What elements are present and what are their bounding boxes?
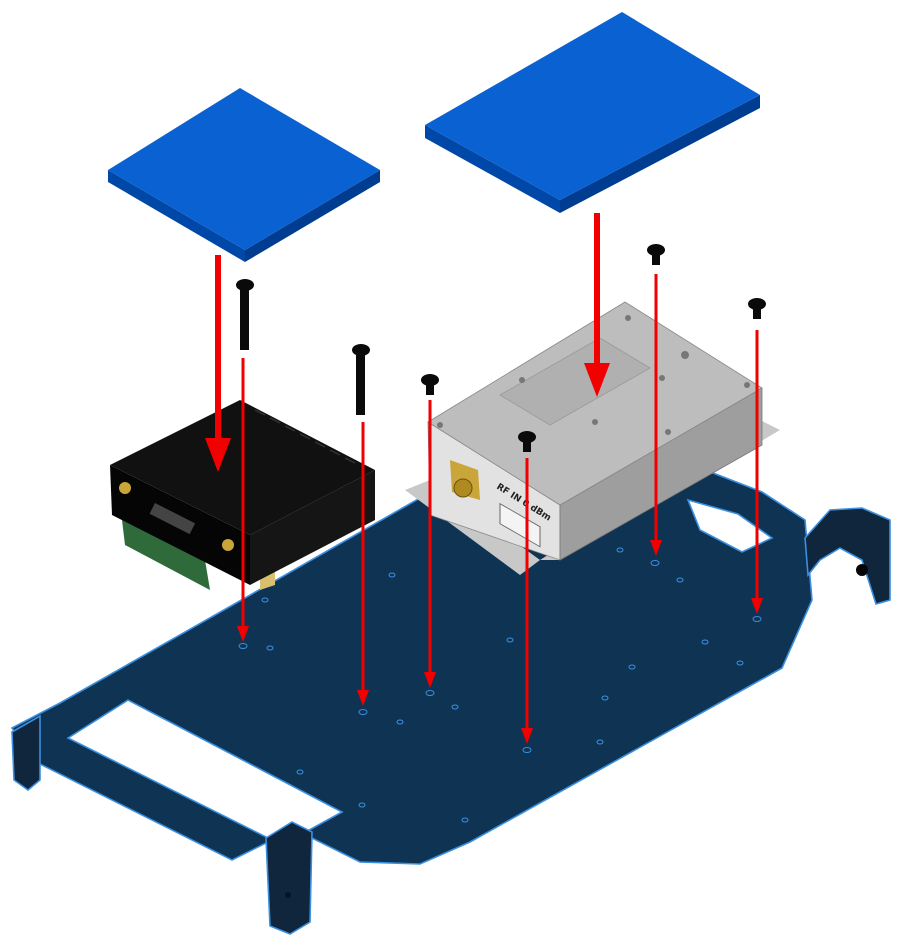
front-bracket xyxy=(265,821,313,935)
screw-3 xyxy=(421,374,439,395)
arrow-pad-right xyxy=(584,213,610,397)
heatsink-fins xyxy=(254,409,356,464)
screws xyxy=(236,244,766,452)
left-bracket xyxy=(11,714,41,792)
arrow-screw-2 xyxy=(357,422,369,706)
arrow-screw-6 xyxy=(751,330,763,614)
arrow-screw-1 xyxy=(237,358,249,642)
right-bracket xyxy=(804,507,891,605)
screw-6 xyxy=(748,298,766,319)
arrow-screw-4 xyxy=(521,458,533,744)
thermal-pad-left xyxy=(108,88,380,262)
thermal-pad-right xyxy=(425,12,760,213)
screw-2 xyxy=(352,344,370,415)
rf-module: RF IN 0 dBm xyxy=(405,301,780,575)
screw-1 xyxy=(236,279,254,350)
arrow-pad-left xyxy=(205,255,231,472)
arrow-screw-5 xyxy=(650,274,662,556)
screw-5 xyxy=(647,244,665,265)
mounting-holes xyxy=(238,547,762,823)
sma-connector-icon xyxy=(450,460,480,500)
left-slot-cutout xyxy=(66,699,344,846)
module-screws xyxy=(437,315,750,435)
arrow-screw-3 xyxy=(424,400,436,688)
assembly-arrows xyxy=(205,213,763,744)
screw-4 xyxy=(518,431,536,452)
